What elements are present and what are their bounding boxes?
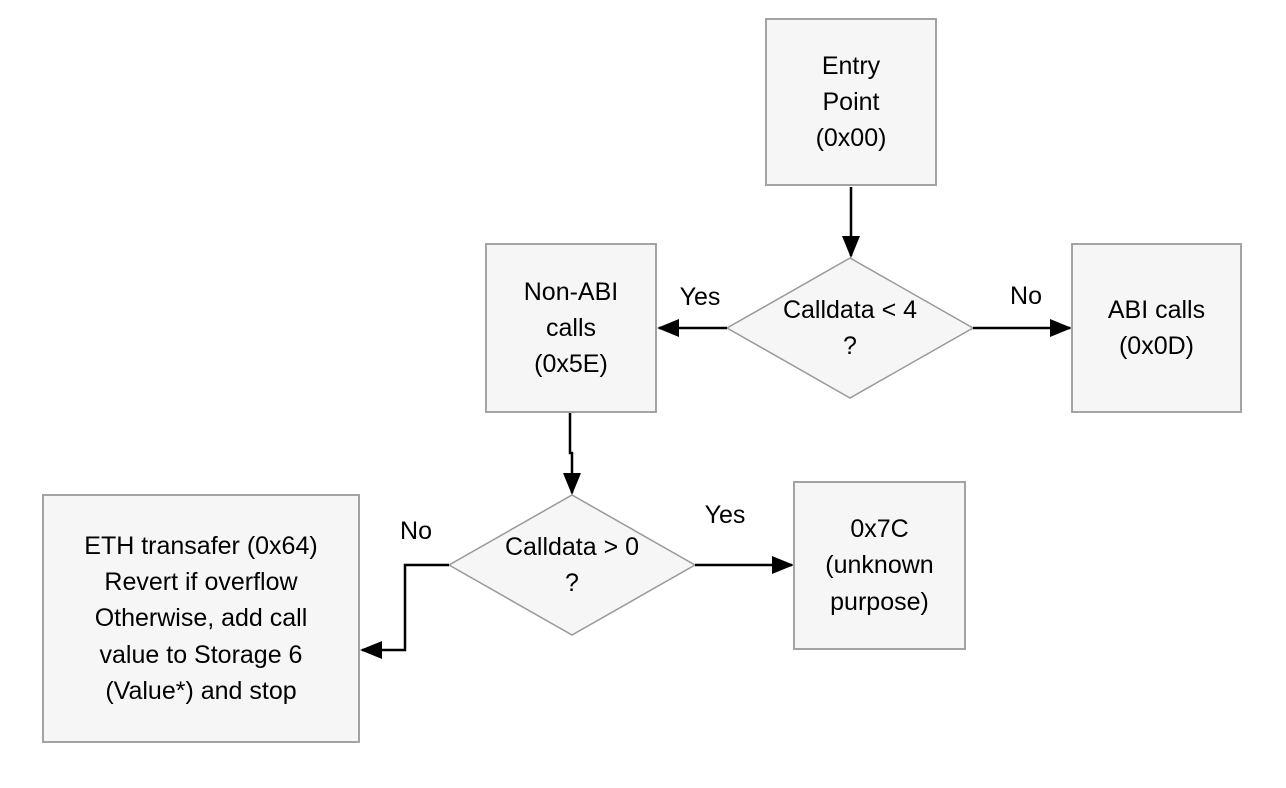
edge-label-lt4-yes: Yes (679, 283, 721, 311)
edge-label-lt4-no: No (1010, 282, 1042, 310)
edge-label-gt0-no: No (400, 517, 432, 545)
arrow-decision2-no-to-eth-transfer (360, 563, 449, 659)
node-abi-calls: ABI calls (0x0D) (1071, 243, 1242, 413)
arrow-non-abi-to-decision2 (563, 413, 581, 495)
node-non-abi-calls: Non-ABI calls (0x5E) (485, 243, 657, 413)
decision-label-calldata-gt-0: Calldata > 0 ? (504, 532, 640, 597)
node-unknown-0x7c: 0x7C (unknown purpose) (793, 481, 966, 650)
node-entry-point: Entry Point (0x00) (765, 18, 937, 186)
edge-label-gt0-yes: Yes (704, 501, 746, 529)
node-eth-transfer: ETH transafer (0x64) Revert if overflow … (42, 494, 360, 743)
decision-label-calldata-lt-4: Calldata < 4 ? (782, 295, 918, 360)
